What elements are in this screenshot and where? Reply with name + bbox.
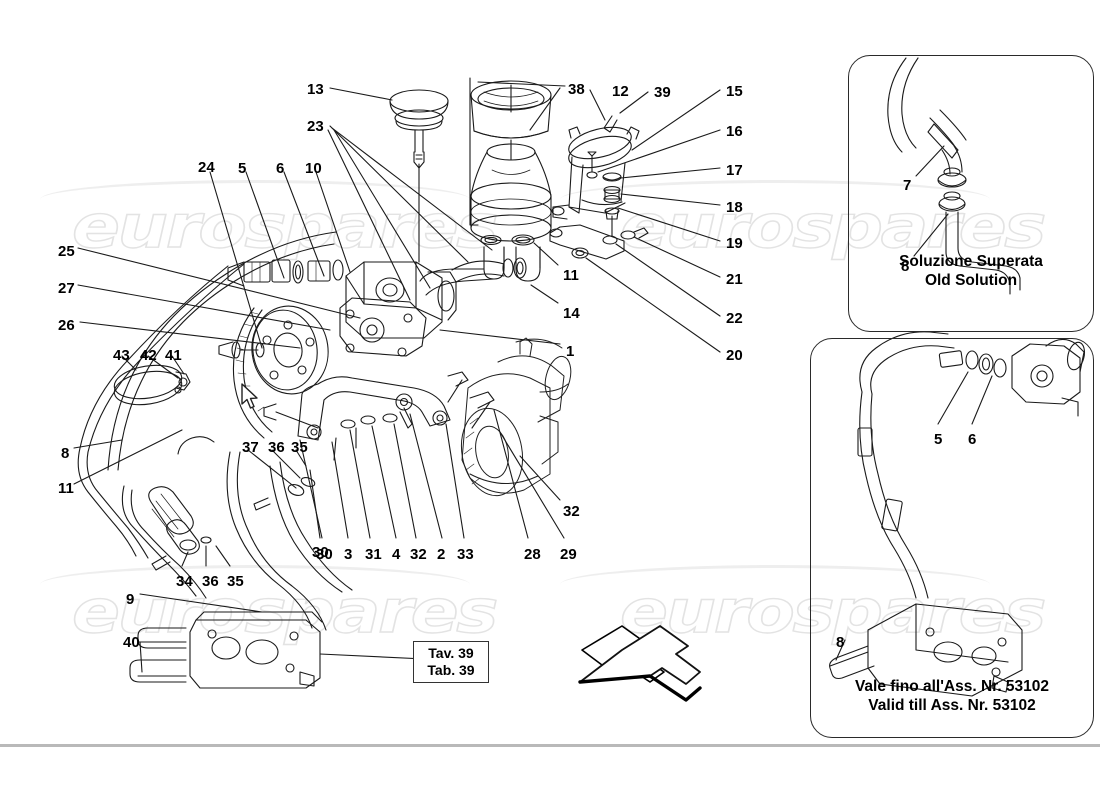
callout-number-39[interactable]: 39 <box>654 84 671 101</box>
reference-box-line-it: Tav. 39 <box>428 645 474 661</box>
callout-number-32[interactable]: 32 <box>563 503 580 520</box>
callout-number-38[interactable]: 38 <box>568 81 585 98</box>
inset-valid-till-caption-en: Valid till Ass. Nr. 53102 <box>868 697 1036 714</box>
callout-number-17[interactable]: 17 <box>726 162 743 179</box>
callout-number-30[interactable]: 30 <box>312 544 329 561</box>
callout-number-23[interactable]: 23 <box>307 118 324 135</box>
callout-number-11[interactable]: 11 <box>58 480 74 497</box>
inset-valid-callout-6[interactable]: 6 <box>968 431 977 448</box>
callout-number-15[interactable]: 15 <box>726 83 743 100</box>
reference-box-line-en: Tab. 39 <box>427 662 475 678</box>
callout-number-3[interactable]: 3 <box>344 546 353 563</box>
callout-number-28[interactable]: 28 <box>524 546 541 563</box>
callout-number-37[interactable]: 37 <box>242 439 259 456</box>
callout-number-41[interactable]: 41 <box>165 347 182 364</box>
inset-old-solution: Soluzione Superata Old Solution <box>848 55 1094 332</box>
callout-number-1[interactable]: 1 <box>566 343 575 360</box>
callout-number-31[interactable]: 31 <box>365 546 382 563</box>
inset-valid-till-caption-it: Vale fino all'Ass. Nr. 53102 <box>854 678 1050 695</box>
inset-valid-callout-8[interactable]: 8 <box>836 634 845 651</box>
callout-number-20[interactable]: 20 <box>726 347 743 364</box>
callout-number-25[interactable]: 25 <box>58 243 75 260</box>
callout-number-4[interactable]: 4 <box>392 546 401 563</box>
callout-number-9[interactable]: 9 <box>126 591 135 608</box>
callout-number-36[interactable]: 36 <box>268 439 285 456</box>
callout-number-26[interactable]: 26 <box>58 317 75 334</box>
callout-number-18[interactable]: 18 <box>726 199 743 216</box>
callout-number-30[interactable]: 30 <box>316 546 333 563</box>
inset-old-solution-caption-it: Soluzione Superata <box>899 253 1043 270</box>
callout-number-19[interactable]: 19 <box>726 235 743 252</box>
callout-number-35[interactable]: 35 <box>291 439 308 456</box>
callout-number-36[interactable]: 36 <box>202 573 219 590</box>
inset-old-callout-8[interactable]: 8 <box>901 258 910 275</box>
callout-number-5[interactable]: 5 <box>238 160 247 177</box>
footer-divider <box>0 744 1100 747</box>
callout-number-24[interactable]: 24 <box>198 159 215 176</box>
mouse-pointer-icon <box>241 383 258 409</box>
callout-number-35[interactable]: 35 <box>227 573 244 590</box>
callout-number-14[interactable]: 14 <box>563 305 580 322</box>
callout-number-43[interactable]: 43 <box>113 347 130 364</box>
callout-number-22[interactable]: 22 <box>726 310 743 327</box>
callout-number-11[interactable]: 11 <box>563 267 579 284</box>
callout-number-8[interactable]: 8 <box>61 445 70 462</box>
callout-number-12[interactable]: 12 <box>612 83 629 100</box>
callout-number-10[interactable]: 10 <box>305 160 322 177</box>
callout-number-27[interactable]: 27 <box>58 280 75 297</box>
callout-number-34[interactable]: 34 <box>176 573 193 590</box>
callout-number-6[interactable]: 6 <box>276 160 285 177</box>
callout-number-29[interactable]: 29 <box>560 546 577 563</box>
callout-number-40[interactable]: 40 <box>123 634 140 651</box>
inset-valid-till: Vale fino all'Ass. Nr. 53102 Valid till … <box>810 338 1094 738</box>
inset-old-callout-7[interactable]: 7 <box>903 177 912 194</box>
callout-number-21[interactable]: 21 <box>726 271 743 288</box>
callout-number-13[interactable]: 13 <box>307 81 324 98</box>
callout-number-33[interactable]: 33 <box>457 546 474 563</box>
inset-old-solution-caption-en: Old Solution <box>924 272 1018 289</box>
callout-number-2[interactable]: 2 <box>437 546 446 563</box>
callout-number-16[interactable]: 16 <box>726 123 743 140</box>
reference-box-tav-39[interactable]: Tav. 39 Tab. 39 <box>413 641 489 683</box>
inset-valid-callout-5[interactable]: 5 <box>934 431 943 448</box>
callout-number-32[interactable]: 32 <box>410 546 427 563</box>
callout-number-42[interactable]: 42 <box>140 347 157 364</box>
